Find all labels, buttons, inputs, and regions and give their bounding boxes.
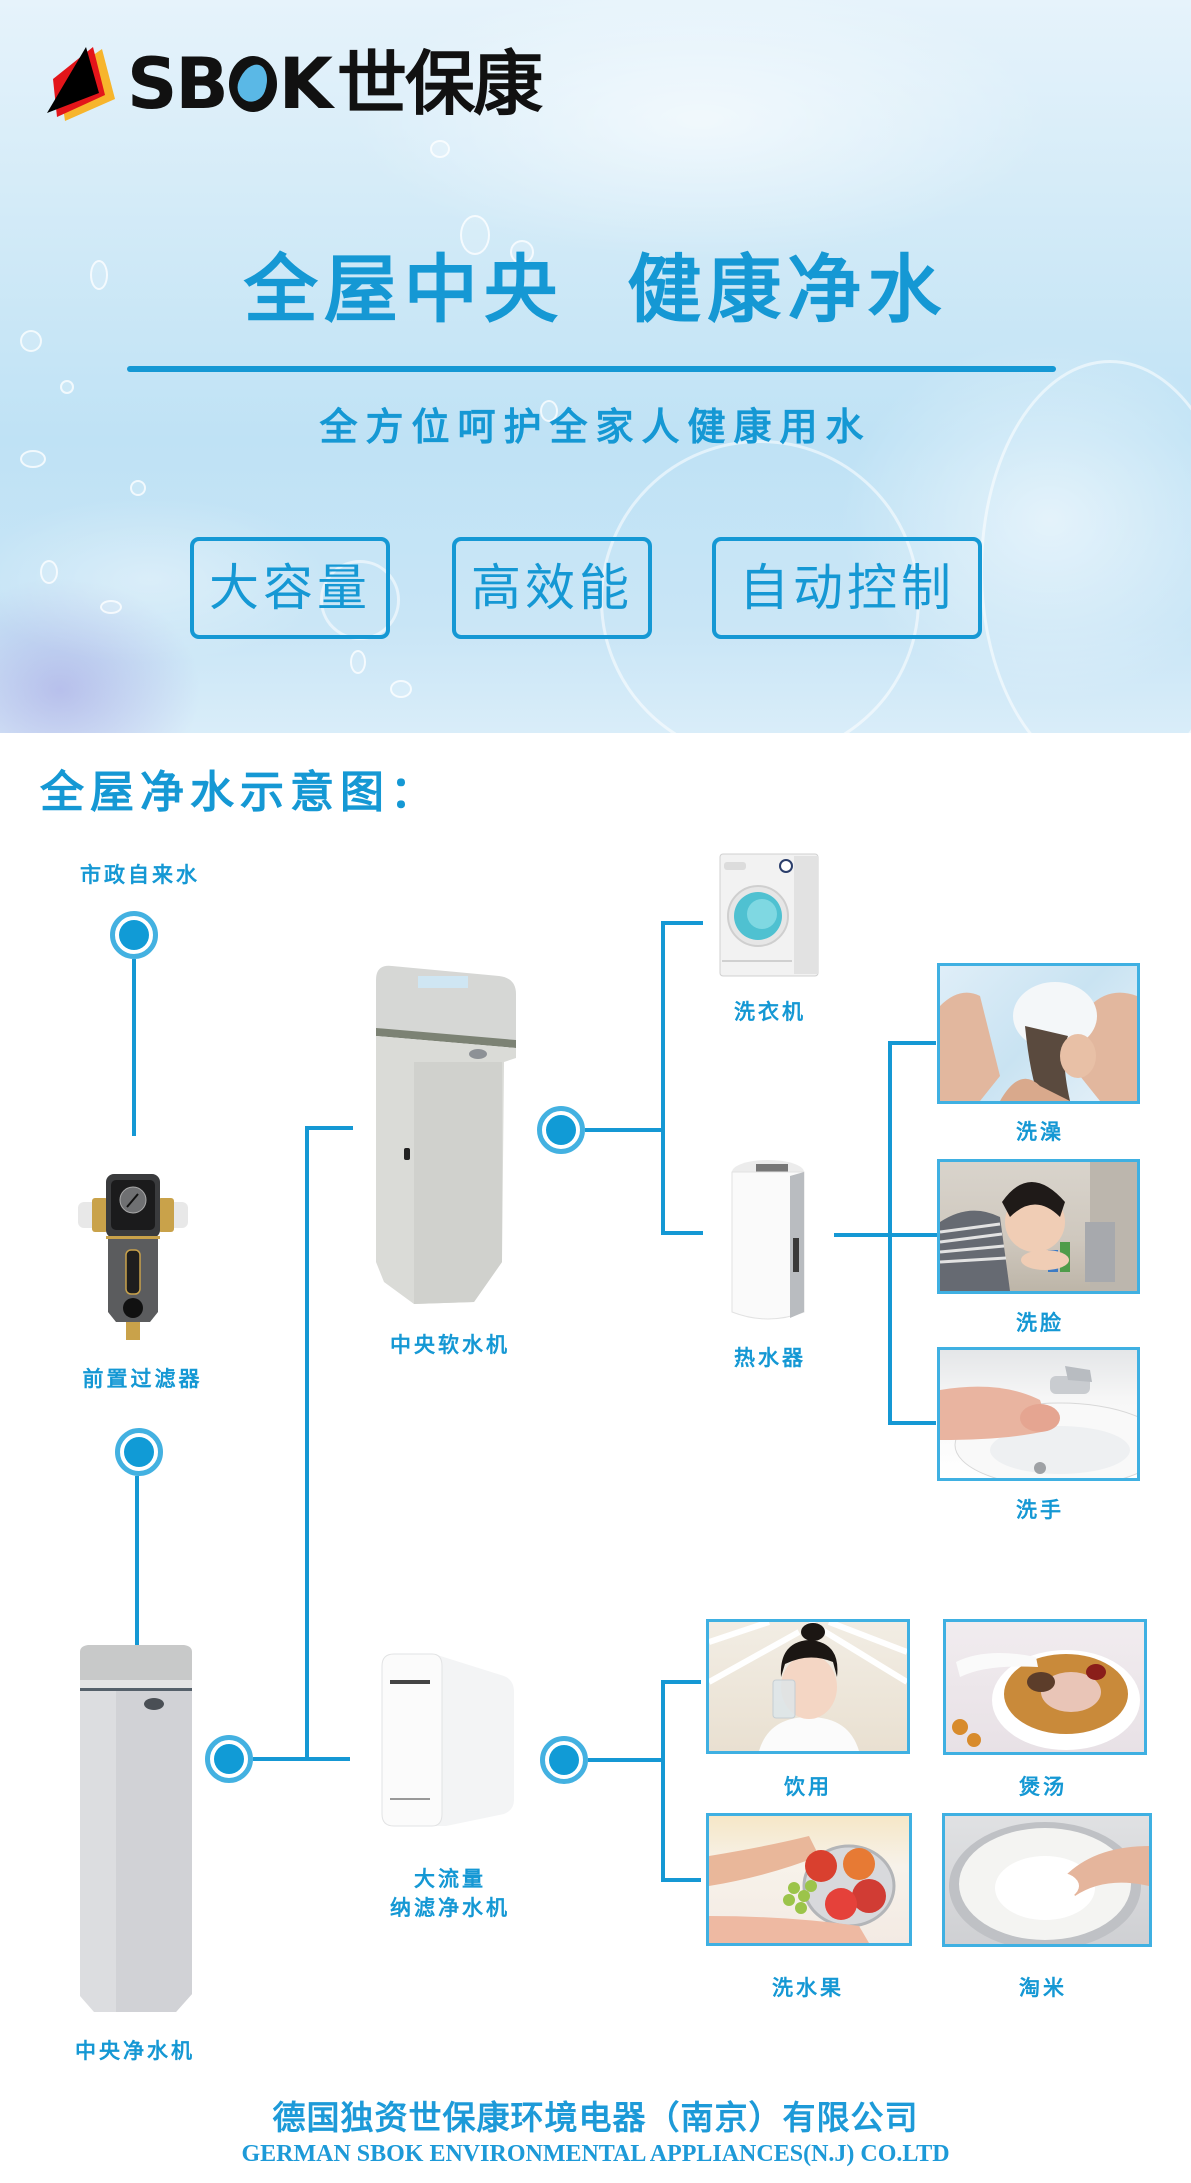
diagram-title: 全屋净水示意图： — [40, 767, 440, 818]
water-bubble-decoration — [100, 600, 122, 614]
water-heater-label: 热水器 — [734, 1346, 806, 1370]
water-bubble-decoration — [540, 400, 558, 422]
shower-photo — [937, 963, 1140, 1104]
washing-machine-label: 洗衣机 — [734, 1000, 806, 1024]
hero-title: 全屋中央 健康净水 — [243, 247, 948, 333]
face-washing-photo — [937, 1159, 1140, 1294]
nf-purifier-image — [378, 1650, 518, 1830]
connector-line — [888, 1041, 936, 1045]
connector-line — [661, 1231, 703, 1235]
softener-outlet-node — [537, 1106, 585, 1154]
central-purifier-label: 中央净水机 — [75, 2039, 195, 2063]
connector-line — [661, 921, 703, 925]
water-splash-decoration — [600, 440, 920, 733]
fruit-washing-label: 洗水果 — [772, 1976, 844, 2000]
trunk-line — [305, 1126, 309, 1761]
connector-line — [305, 1126, 353, 1130]
source-node — [110, 911, 158, 959]
company-name-cn: 德国独资世保康环境电器（南京）有限公司 — [272, 2098, 919, 2137]
branch-line — [888, 1041, 892, 1425]
pre-filter-image — [78, 1172, 188, 1344]
drinking-photo — [706, 1619, 910, 1754]
nf-purifier-label-line2: 纳滤净水机 — [390, 1896, 510, 1920]
connector-line — [661, 1680, 701, 1684]
pre-filter-label: 前置过滤器 — [82, 1367, 203, 1391]
connector-line — [253, 1757, 350, 1761]
hero-divider — [127, 366, 1056, 372]
rice-washing-photo — [942, 1813, 1152, 1947]
water-bubble-decoration — [20, 450, 46, 468]
water-bubble-decoration — [430, 140, 450, 158]
hero-subtitle: 全方位呵护全家人健康用水 — [319, 405, 872, 449]
rice-washing-label: 淘米 — [1019, 1976, 1067, 2000]
water-bubble-decoration — [90, 260, 108, 290]
softener-label: 中央软水机 — [390, 1333, 510, 1357]
logo-text-k: K — [278, 43, 333, 125]
logo-text-sb: SB — [127, 43, 229, 125]
feature-badge-efficiency: 高效能 — [452, 537, 652, 639]
water-bubble-decoration — [390, 680, 412, 698]
water-heater-image — [730, 1158, 810, 1323]
soup-photo — [943, 1619, 1147, 1755]
water-splash-decoration — [980, 360, 1191, 733]
source-label: 市政自来水 — [80, 863, 200, 887]
shower-label: 洗澡 — [1016, 1120, 1064, 1144]
connector-line — [135, 1476, 139, 1646]
logo-text-cn: 世保康 — [337, 43, 543, 125]
nf-purifier-outlet-node — [540, 1736, 588, 1784]
connector-line — [888, 1421, 936, 1425]
central-purifier-outlet-node — [205, 1735, 253, 1783]
water-bubble-decoration — [350, 650, 366, 674]
drinking-label: 饮用 — [784, 1775, 832, 1799]
branch-line — [661, 1680, 665, 1882]
water-drop-icon — [228, 56, 277, 112]
water-bubble-decoration — [40, 560, 58, 584]
connector-line — [585, 1128, 665, 1132]
water-bubble-decoration — [460, 215, 490, 255]
connector-line — [132, 959, 136, 1136]
central-purifier-image — [76, 1644, 196, 2014]
soup-label: 煲汤 — [1019, 1775, 1067, 1799]
washing-machine-image — [718, 852, 823, 978]
company-name-en: GERMAN SBOK ENVIRONMENTAL APPLIANCES(N.J… — [241, 2141, 950, 2167]
feature-badge-capacity: 大容量 — [190, 537, 390, 639]
pre-filter-node — [115, 1428, 163, 1476]
feature-badge-auto-control: 自动控制 — [712, 537, 982, 639]
water-bubble-decoration — [510, 240, 534, 264]
water-bubble-decoration — [60, 380, 74, 394]
water-bubble-decoration — [20, 330, 42, 352]
nf-purifier-label-line1: 大流量 — [414, 1867, 486, 1891]
face-washing-label: 洗脸 — [1016, 1311, 1064, 1335]
softener-image — [374, 962, 519, 1308]
hand-washing-label: 洗手 — [1016, 1498, 1064, 1522]
connector-line — [588, 1758, 663, 1762]
connector-line — [661, 1878, 701, 1882]
connector-line — [834, 1233, 938, 1237]
water-bubble-decoration — [130, 480, 146, 496]
branch-line — [661, 921, 665, 1235]
logo-triangle-icon — [47, 47, 115, 121]
hand-washing-photo — [937, 1347, 1140, 1481]
fruit-washing-photo — [706, 1813, 912, 1946]
